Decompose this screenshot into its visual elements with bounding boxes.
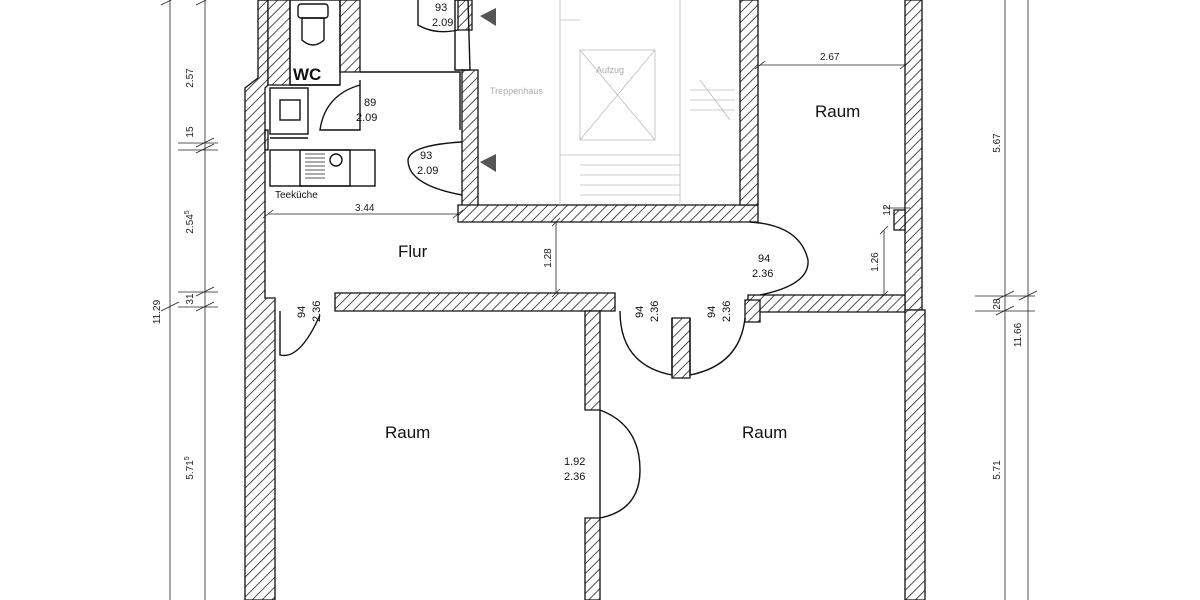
wc-fixtures — [269, 0, 341, 139]
door-label-top-height: 2.09 — [432, 17, 453, 29]
label-flur: Flur — [398, 242, 428, 261]
door-label-mid-left-height: 2.36 — [649, 301, 661, 322]
dim-left-15: 15 — [185, 126, 196, 138]
dim-right-5-67: 5.67 — [992, 133, 1003, 153]
door-label-between-rooms-width: 1.92 — [564, 456, 585, 468]
dim-left-31: 31 — [185, 293, 196, 305]
door-label-wc-width: 89 — [364, 97, 376, 109]
label-raum-top-right: Raum — [815, 102, 860, 121]
dim-flur-1-28: 1.28 — [543, 248, 554, 268]
walls — [244, 0, 926, 600]
door-label-mid-right-width: 94 — [706, 306, 718, 318]
dim-right-11-66: 11.66 — [1013, 322, 1024, 347]
dim-right-1-26: 1.26 — [870, 252, 881, 272]
dim-right-12: 12 — [882, 204, 893, 216]
interior-dimension-lines — [262, 60, 911, 300]
door-label-wc-height: 2.09 — [356, 112, 377, 124]
label-aufzug: Aufzug — [596, 65, 624, 75]
door-swings — [279, 0, 809, 519]
door-label-stair-width: 93 — [420, 150, 432, 162]
right-dimension-chain — [975, 0, 1038, 600]
stair-arrow-top-icon — [480, 8, 496, 26]
label-treppenhaus: Treppenhaus — [490, 86, 543, 96]
left-dimension-chain — [160, 0, 218, 600]
door-label-flur-right-width: 94 — [758, 253, 770, 265]
door-label-mid-right-height: 2.36 — [721, 301, 733, 322]
label-raum-bottom-right: Raum — [742, 423, 787, 442]
stair-arrow-bottom-icon — [480, 154, 496, 172]
dim-right-5-71: 5.71 — [992, 460, 1003, 480]
dim-left-2-54: 2.545 — [184, 210, 196, 233]
door-label-between-rooms-height: 2.36 — [564, 471, 585, 483]
label-wc: WC — [293, 65, 321, 84]
door-label-mid-left-width: 94 — [634, 306, 646, 318]
dim-left-2-57: 2.57 — [185, 68, 196, 88]
dim-top-right-2-67: 2.67 — [820, 52, 840, 63]
label-teekueche: Teeküche — [275, 190, 318, 201]
door-label-left-vertical-width: 94 — [296, 306, 308, 318]
door-label-left-vertical-height: 2.36 — [311, 301, 323, 322]
dim-left-11-29: 11.29 — [152, 299, 163, 324]
door-label-stair-height: 2.09 — [417, 165, 438, 177]
door-label-flur-right-height: 2.36 — [752, 268, 773, 280]
dim-teekueche-3-44: 3.44 — [355, 203, 375, 214]
label-raum-bottom-left: Raum — [385, 423, 430, 442]
dim-left-5-71: 5.715 — [184, 456, 196, 479]
teekueche-fixtures — [269, 149, 376, 187]
staircase — [559, 0, 735, 205]
dim-right-28: 28 — [992, 298, 1003, 310]
door-label-top-width: 93 — [435, 2, 447, 14]
